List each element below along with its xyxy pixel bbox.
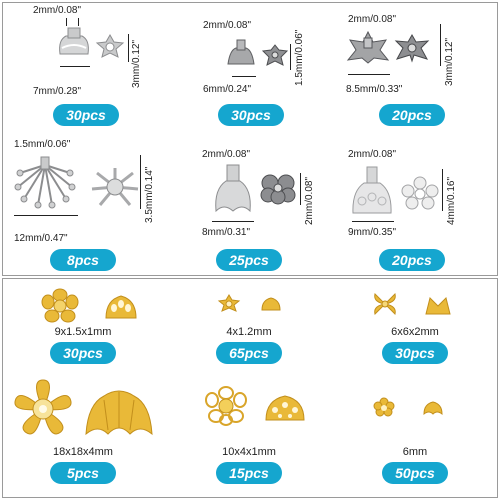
dimension-line (348, 74, 390, 75)
dimension-line (128, 34, 129, 62)
dimension-line (60, 66, 90, 67)
count-badge: 30pcs (50, 342, 116, 364)
side-dimension: 2mm/0.08" (304, 176, 315, 225)
item-12: 6mm 50pcs (332, 372, 498, 496)
top-dimension: 2mm/0.08" (348, 149, 397, 160)
item-4: 1.5mm/0.06" 3.5mm/0.14" 12mm/0.47" 8pcs (0, 135, 166, 273)
antique-petal-cap-top-icon (260, 174, 296, 205)
count-badge: 5pcs (50, 462, 116, 484)
gold-panel (2, 278, 498, 498)
side-dimension: 3mm/0.12" (444, 37, 455, 86)
dimension-line (14, 215, 78, 216)
dimension-line (232, 76, 256, 77)
dimension-line (290, 44, 291, 70)
bottom-dimension: 9mm/0.35" (348, 227, 397, 238)
gold-tiny-flower-cap-side-icon (423, 401, 443, 416)
dimension-line (66, 18, 67, 26)
item-11: 10x4x1mm 15pcs (166, 372, 332, 496)
size-label: 18x18x4mm (53, 446, 113, 458)
item-10: 18x18x4mm 5pcs (0, 372, 166, 496)
gold-flower-cap-side-icon (105, 295, 137, 319)
item-5: 2mm/0.08" 2mm/0.08" 8mm/0.31" 25pcs (166, 135, 332, 273)
item-2: 2mm/0.08" 1.5mm/0.06" 6mm/0.24" 30pcs (166, 0, 332, 135)
dimension-line (442, 169, 443, 211)
top-dimension: 2mm/0.08" (203, 20, 252, 31)
count-badge: 20pcs (379, 104, 445, 126)
size-label: 4x1.2mm (226, 326, 272, 338)
bottom-dimension: 8.5mm/0.33" (346, 84, 403, 95)
size-label: 10x4x1mm (222, 446, 276, 458)
count-badge: 15pcs (216, 462, 282, 484)
gold-leaf-cap-side-icon (425, 297, 451, 315)
count-badge: 30pcs (218, 104, 284, 126)
filigree-cap-top-icon (91, 168, 139, 206)
item-1: 2mm/0.08" 3mm/0.12" 7mm/0.28" 30pcs (0, 0, 166, 135)
dimension-line (300, 173, 301, 205)
silver-filigree-cap-top-icon (401, 176, 439, 210)
silver-bead-cap-top-icon (95, 33, 125, 58)
count-badge: 20pcs (379, 249, 445, 271)
antique-bead-cap-top-icon (261, 44, 289, 66)
dimension-line (212, 221, 254, 222)
item-8: 4x1.2mm 65pcs (166, 278, 332, 374)
gold-filigree-flower-cap-side-icon (265, 395, 305, 421)
count-badge: 50pcs (382, 462, 448, 484)
silver-bead-cap-side-icon (59, 27, 89, 55)
gold-leaf-cap-icon (374, 293, 396, 315)
item-7: 9x1.5x1mm 30pcs (0, 278, 166, 374)
count-badge: 30pcs (53, 104, 119, 126)
side-dimension: 3mm/0.12" (131, 39, 142, 88)
side-dimension: 1.5mm/0.06" (294, 29, 305, 86)
dimension-line (140, 155, 141, 209)
item-9: 6x6x2mm 30pcs (332, 278, 498, 374)
gold-small-cap-side-icon (261, 297, 281, 311)
silver-petal-cap-side-icon (215, 164, 251, 213)
gold-large-flower-cap-side-icon (85, 390, 153, 436)
filigree-cap-side-icon (14, 156, 76, 209)
gold-small-cap-icon (217, 294, 241, 312)
size-label: 6x6x2mm (391, 326, 439, 338)
count-badge: 8pcs (50, 249, 116, 271)
gold-filigree-flower-cap-icon (205, 386, 247, 426)
bottom-dimension: 12mm/0.47" (14, 233, 68, 244)
silver-filigree-cap-side-icon (352, 166, 392, 214)
gold-tiny-flower-cap-icon (373, 397, 395, 417)
antique-bead-cap-side-icon (227, 39, 255, 65)
top-dimension: 1.5mm/0.06" (14, 139, 71, 150)
top-dimension: 2mm/0.08" (202, 149, 251, 160)
count-badge: 65pcs (216, 342, 282, 364)
top-dimension: 2mm/0.08" (33, 5, 82, 16)
item-3: 2mm/0.08" 3mm/0.12" 8.5mm/0.33" 20pcs (332, 0, 498, 135)
side-dimension: 4mm/0.16" (446, 176, 457, 225)
dimension-line (78, 18, 79, 26)
top-dimension: 2mm/0.08" (348, 14, 397, 25)
count-badge: 30pcs (382, 342, 448, 364)
side-dimension: 3.5mm/0.14" (144, 166, 155, 223)
antique-flower-cap-side-icon (346, 30, 390, 64)
dimension-line (440, 24, 441, 66)
count-badge: 25pcs (216, 249, 282, 271)
bottom-dimension: 6mm/0.24" (203, 84, 252, 95)
gold-flower-cap-icon (41, 288, 79, 323)
antique-flower-cap-top-icon (394, 33, 430, 63)
bottom-dimension: 8mm/0.31" (202, 227, 251, 238)
size-label: 9x1.5x1mm (54, 326, 112, 338)
bottom-dimension: 7mm/0.28" (33, 86, 82, 97)
dimension-line (352, 221, 394, 222)
gold-large-flower-cap-icon (14, 379, 72, 435)
item-6: 2mm/0.08" 4mm/0.16" 9mm/0.35" 20pcs (332, 135, 498, 273)
size-label: 6mm (402, 446, 428, 458)
